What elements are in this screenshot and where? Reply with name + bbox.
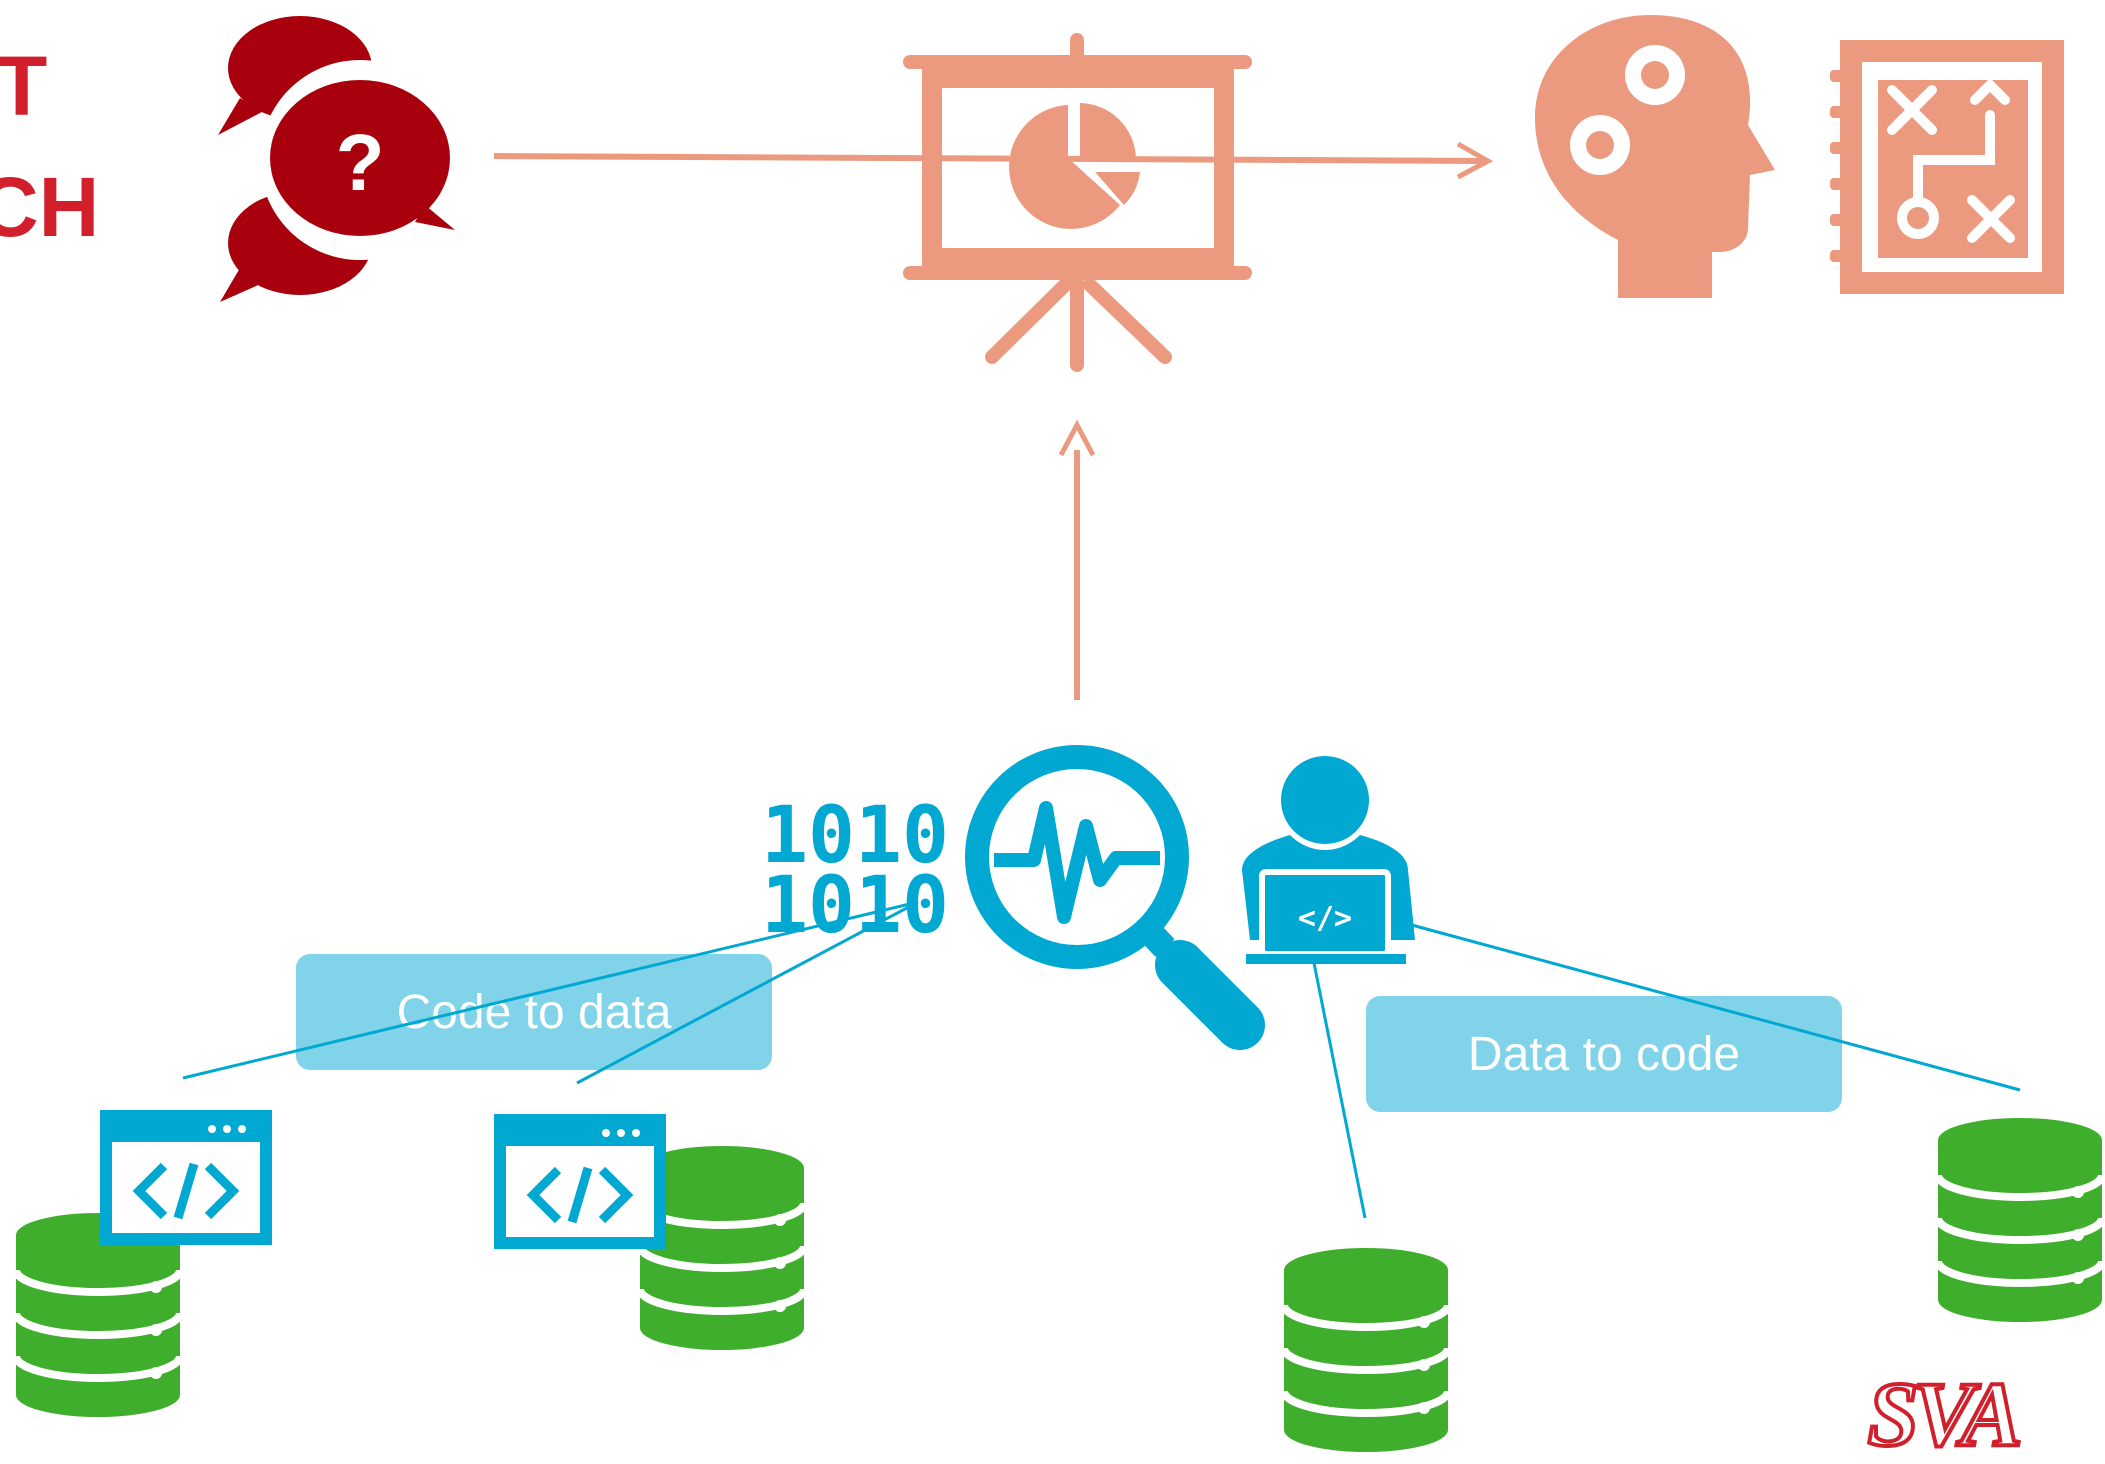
heading-fragment-bottom: CH [0, 160, 100, 254]
code-to-data-label-box: Code to data [296, 954, 772, 1070]
binary-icon: 1010 1010 [761, 791, 949, 951]
data-to-code-label: Data to code [1468, 1028, 1740, 1081]
data-to-code-label-box: Data to code [1366, 996, 1842, 1112]
connector-line-1 [182, 900, 919, 1080]
svl-logo: SVA [1865, 1361, 2027, 1464]
connector-line-2 [576, 900, 919, 1085]
connector-line-3 [1311, 957, 1367, 1219]
pie-chart-icon [1009, 103, 1140, 229]
logo-text: SVA [1867, 1363, 2019, 1464]
database-icon-3 [1284, 1248, 1448, 1452]
connector-lines [182, 900, 2021, 1219]
svg-text:?: ? [336, 118, 385, 207]
vertical-flow-arrow [1058, 419, 1096, 700]
top-flow-arrow [493, 141, 1494, 180]
binary-row-1: 1010 [761, 791, 949, 881]
strategy-board-icon [1830, 40, 2064, 294]
head-gears-icon [1535, 15, 1775, 298]
question-bubbles-icon: ? [218, 16, 460, 302]
presentation-board-icon [903, 33, 1252, 372]
connector-line-4 [1407, 922, 2021, 1092]
magnifier-analytics-icon [965, 745, 1265, 1050]
database-icon-4 [1938, 1118, 2102, 1322]
code-window-icon-2 [500, 1120, 660, 1243]
binary-row-2: 1010 [761, 861, 949, 951]
svg-text:</>: </> [1298, 901, 1352, 936]
developer-laptop-icon: </> [1242, 756, 1415, 964]
heading-fragment-top: T [0, 39, 48, 133]
code-window-icon-1 [106, 1116, 266, 1239]
